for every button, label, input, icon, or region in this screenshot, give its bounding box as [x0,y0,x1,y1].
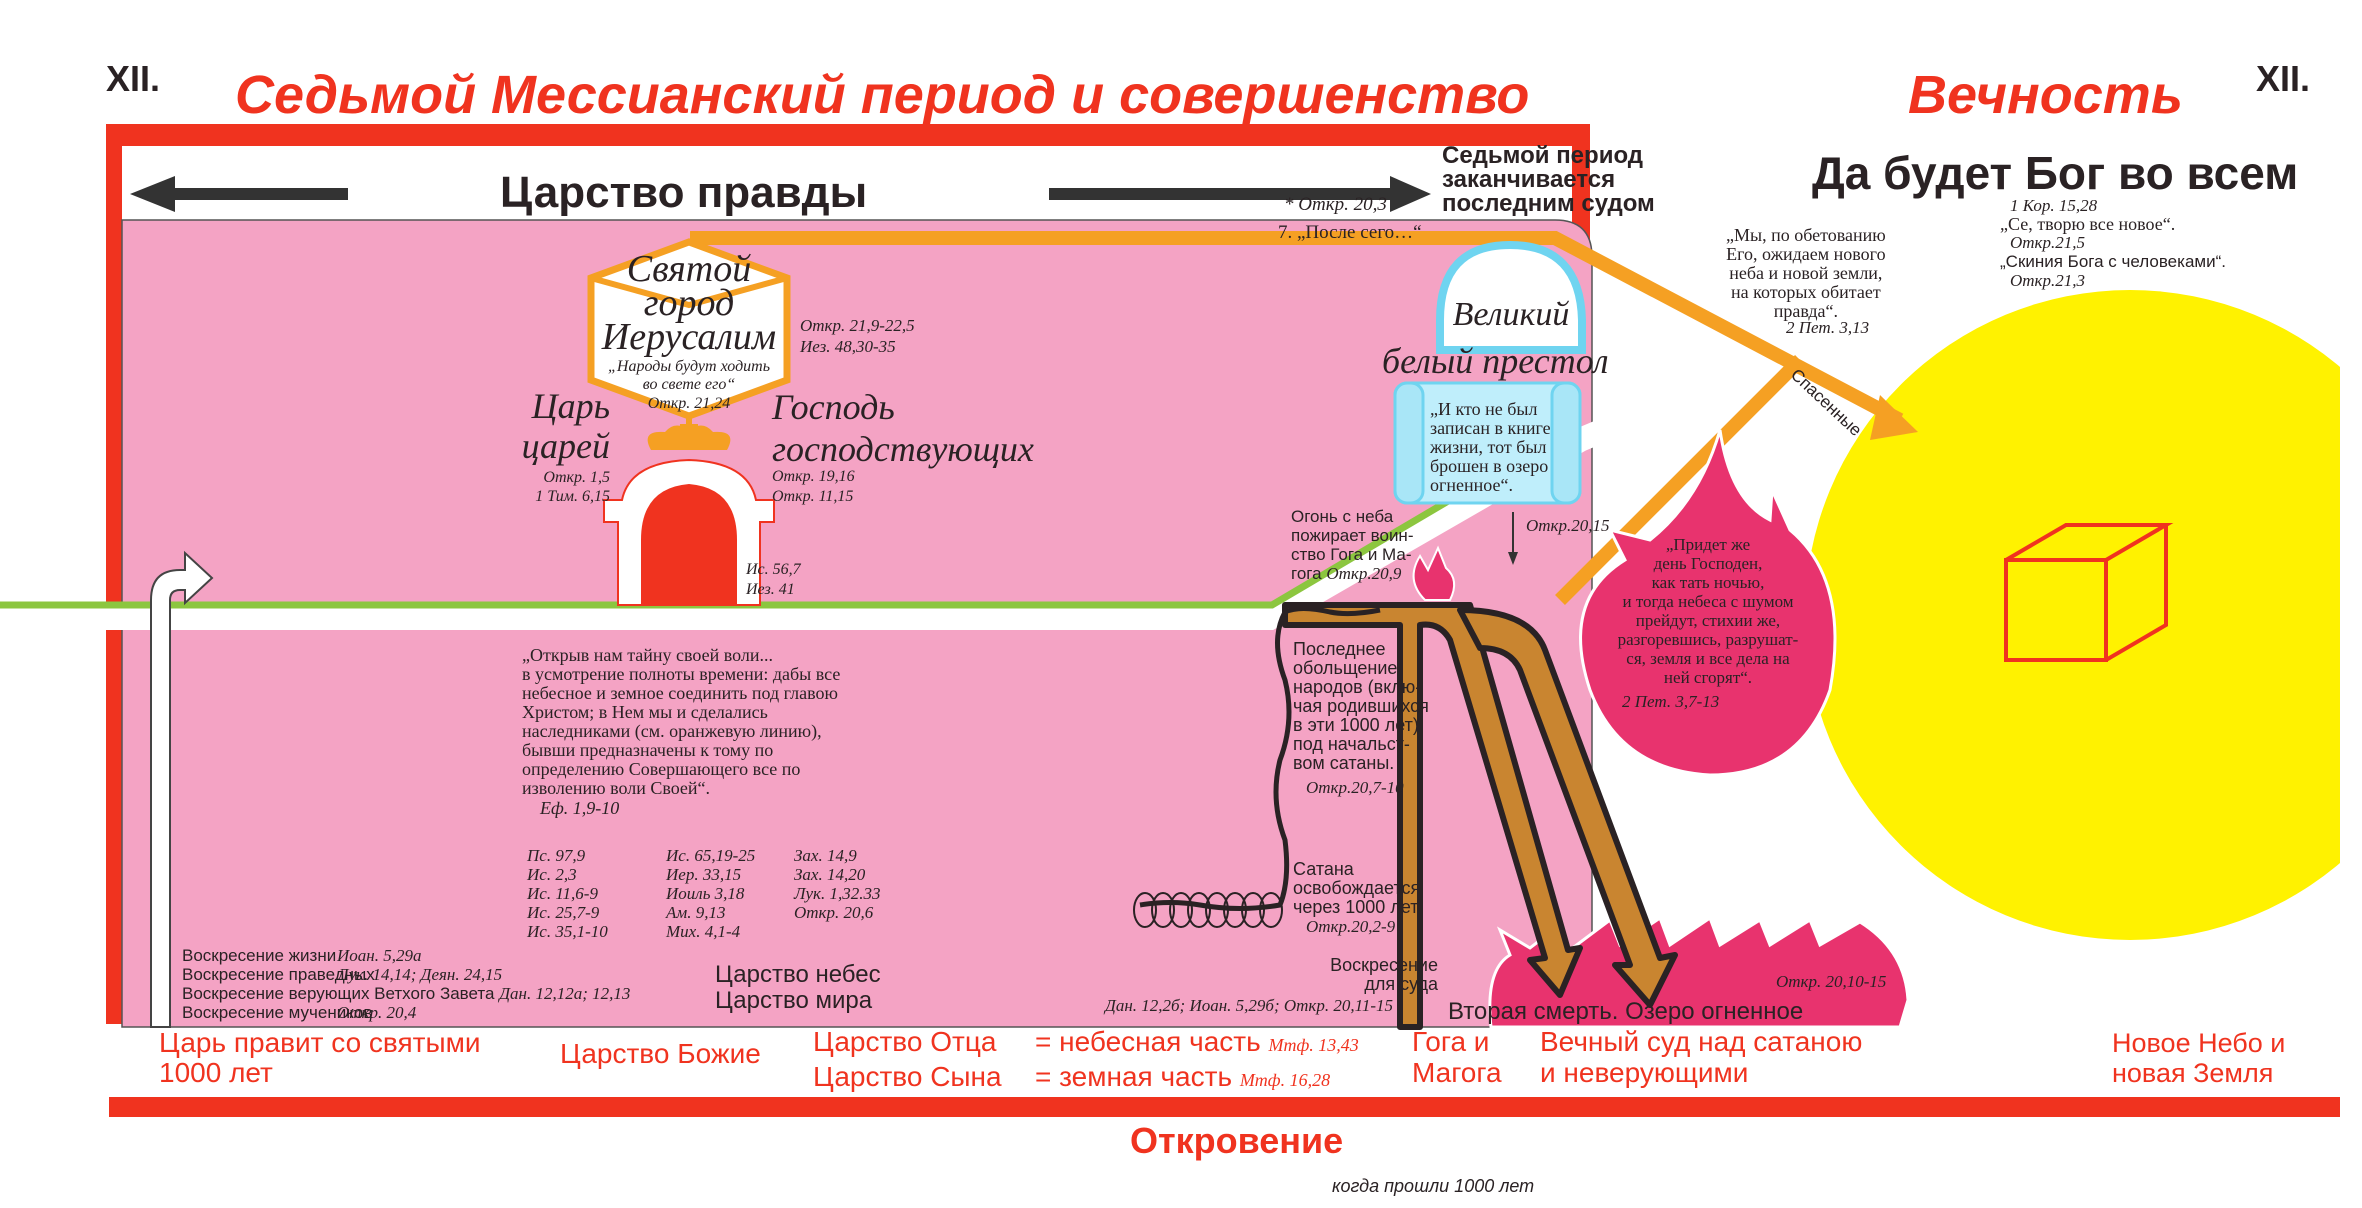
lake-label: Вторая смерть. Озеро огненное [1448,998,1804,1025]
resurrection-item: Воскресение мучениковОткр. 20,4 [182,1003,417,1022]
kingdom-title: Царство правды [500,168,868,217]
eternity-ref-3: Откр.21,3 [2010,271,2086,290]
resurrections-list: Воскресение жизниИоан. 5,29а Воскресение… [182,946,630,1022]
refs-column-3: Зах. 14,9 Зах. 14,20 Лук. 1,32.33 Откр. … [794,846,881,922]
scroll-icon [1393,381,1582,505]
eternity-sun [1805,290,2340,940]
holy-city-title: Святой город Иерусалим [601,248,777,358]
king-refs: Откр. 1,5 1 Тим. 6,15 [535,469,610,505]
white-throne-icon [1436,240,1586,354]
new-heaven-earth: Новое Небо и новая Земля [2112,1028,2286,1088]
page-title: Седьмой Мессианский период и совершенств… [235,65,1530,125]
lord-refs: Откр. 19,16 Откр. 11,15 [772,468,855,505]
fire-from-heaven: Огонь с неба пожирает воин- ство Гога и … [1291,507,1414,583]
section-number-left: XII. [106,58,161,99]
satan-released-text: Сатана освобождается через 1000 лет [1293,859,1421,917]
chain-coil-icon [1133,892,1283,928]
small-fire-icon [1412,545,1456,601]
lord-of-lords: Господь господствующих [772,387,1034,469]
up-arrow-icon [150,550,214,1028]
deception-text: Последнее обольщение народов (вклю- чая … [1293,639,1429,773]
refs-column-1: Пс. 97,9 Ис. 2,3 Ис. 11,6-9 Ис. 25,7-9 И… [527,846,608,941]
eternity-heading: Да будет Бог во всем [1812,147,2299,199]
ref-star: * Откр. 20,3 [1284,194,1387,215]
cube-icon [2004,523,2174,662]
eternity-quote-3: „Скиния Бога с человеками“. [2000,252,2226,271]
lake-ref: Откр. 20,10-15 [1776,972,1887,991]
brown-arrows [1282,602,1678,1030]
satan-released-ref: Откр.20,2-9 [1306,917,1396,936]
kingdom-names: Царство небес Царство мира [715,961,881,1014]
kingdom-of-god-label: Царство Божие [560,1038,761,1069]
eternal-judgement-label: Вечный суд над сатаною и неверующими [1540,1026,1863,1088]
lake-of-fire [1488,915,1910,1029]
judgement-resurrection-ref: Дан. 12,2б; Иоан. 5,29б; Откр. 20,11-15 [1105,996,1394,1015]
serpent-line [1139,606,1381,911]
temple-refs: Ис. 56,7 Иез. 41 [746,561,801,598]
promise-quote: „Мы, по обетованию Его, ожидаем нового н… [1726,225,1886,321]
day-of-lord-quote: „Придет же день Господен, как тать ночью… [1617,535,1799,687]
resurrection-item: Воскресение праведныхЛук. 14,14; Деян. 2… [182,965,503,984]
king-reigns-label: Царь правит со святыми 1000 лет [159,1027,481,1088]
holy-city-quote-ref: Откр. 21,24 [647,395,731,412]
red-bottom-band [109,1097,2340,1117]
promise-ref: 2 Пет. 3,13 [1786,318,1870,337]
father-kingdom-row: Царство Отца= небесная часть Мтф. 13,43 [813,1026,1359,1057]
holy-city-quote: „Народы будут ходить во свете его“ [607,358,771,393]
orange-line [690,231,1904,427]
ground-white [0,318,1845,630]
eternity-ref-1: 1 Кор. 15,28 [2010,196,2098,215]
throne-ref: Откр.20,15 [1526,516,1610,535]
period-end-note: Седьмой период заканчивается последним с… [1442,142,1655,217]
arrow-left-icon [130,176,348,212]
eternity-title: Вечность [1908,65,2183,125]
ephesians-quote: „Открыв нам тайну своей воли... в усмотр… [522,645,841,798]
gog-magog-label: Гога и Магога [1412,1026,1502,1088]
father-son-kingdoms: Царство Отца= небесная часть Мтф. 13,43 … [813,1026,1359,1096]
temple-arch-icon [603,418,775,606]
red-frame-right [1572,124,1590,244]
eternity-ref-2: Откр.21,5 [2010,233,2086,252]
footnote: когда прошли 1000 лет [1332,1176,1535,1196]
saved-branch [1555,355,1805,605]
scroll-text: „И кто не был записан в книге жизни, тот… [1430,399,1551,495]
red-frame-left [106,124,122,1024]
resurrection-item: Воскресение верующих Ветхого Завета Дан.… [182,984,631,1003]
saved-arrow-icon [1870,395,1918,440]
refs-column-2: Ис. 65,19-25 Иер. 33,15 Иоиль 3,18 Ам. 9… [666,846,756,941]
son-kingdom-row: Царство Сына= земная часть Мтф. 16,28 [813,1061,1331,1092]
throne-title-1: Великий [1452,296,1570,333]
section-number-right: XII. [2256,58,2311,99]
judgement-resurrection-text: Воскресение для суда [1330,955,1438,994]
red-frame-top [106,124,1590,146]
day-of-lord-ref: 2 Пет. 3,7-13 [1622,692,1720,711]
ephesians-ref: Еф. 1,9-10 [540,798,620,818]
down-arrow-icon [1508,552,1518,565]
resurrection-item: Воскресение жизниИоан. 5,29а [182,946,422,965]
eternity-quote-2: „Се, творю все новое“. [2000,214,2176,234]
fire-drop [1579,429,1837,777]
deception-ref: Откр.20,7-10 [1306,778,1404,797]
book-label: Откровение [1130,1120,1344,1161]
holy-city-refs: Откр. 21,9-22,5 Иез. 48,30-35 [800,316,915,356]
arrow-right-icon [1049,176,1431,212]
king-of-kings: Царь царей [521,386,610,466]
throne-title-2: белый престол [1382,341,1609,381]
after-this-label: 7. „После сего…“ [1278,222,1422,243]
